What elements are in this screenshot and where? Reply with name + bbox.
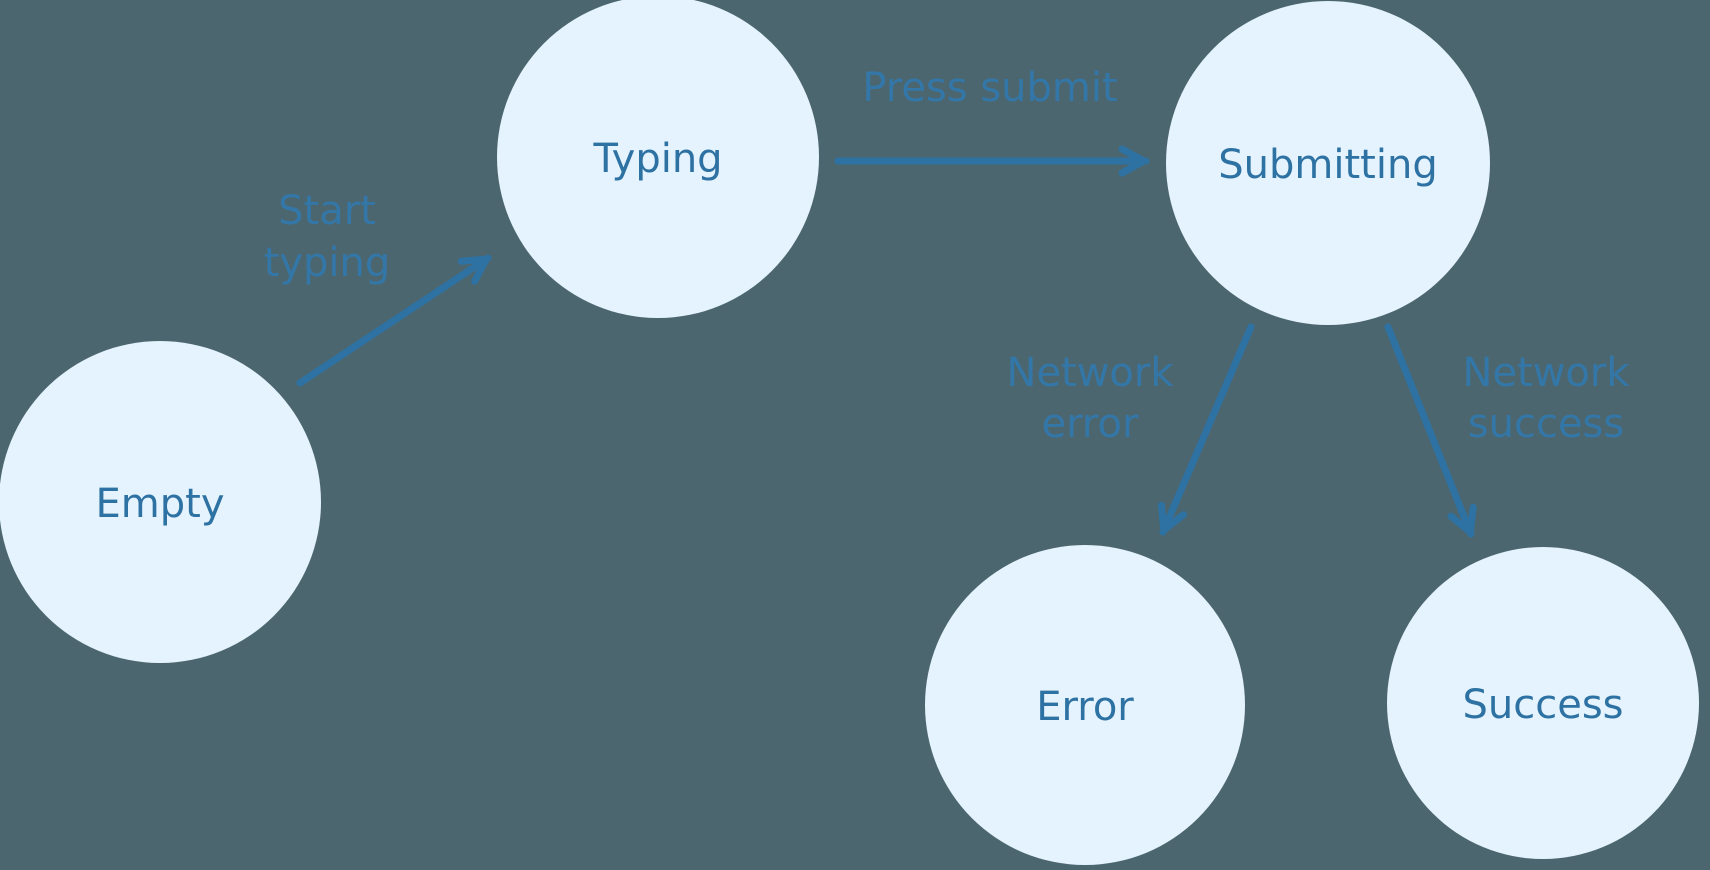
state-label-typing: Typing: [592, 136, 722, 182]
state-node-empty: Empty: [0, 341, 321, 663]
state-node-submitting: Submitting: [1166, 1, 1490, 325]
state-node-success: Success: [1387, 547, 1699, 859]
transition-network-success: Network success: [1384, 323, 1630, 538]
state-node-error: Error: [925, 545, 1245, 865]
state-node-typing: Typing: [497, 0, 819, 318]
state-circle-error: [925, 545, 1245, 865]
state-label-error: Error: [1036, 684, 1134, 730]
transition-label-start-typing: Start typing: [264, 188, 391, 286]
state-circle-success: [1387, 547, 1699, 859]
state-circle-typing: [497, 0, 819, 318]
transition-start-typing: Start typing: [264, 188, 492, 387]
transition-label-line: success: [1468, 401, 1624, 447]
state-circle-empty: [0, 341, 321, 663]
transition-arrow-network-error: [1157, 323, 1255, 536]
transition-label-line: typing: [264, 240, 391, 286]
transition-label-line: Start: [278, 188, 376, 234]
transition-label-network-success: Network success: [1462, 350, 1630, 447]
transition-network-error: Network error: [1006, 323, 1255, 536]
transition-press-submit: Press submit: [834, 65, 1150, 177]
state-label-success: Success: [1462, 682, 1623, 728]
state-label-empty: Empty: [96, 481, 225, 527]
transition-label-line: error: [1042, 401, 1139, 447]
transition-label-line: Network: [1006, 350, 1174, 396]
transition-arrow-start-typing: [296, 254, 492, 387]
transition-arrow-network-success: [1384, 323, 1477, 538]
transition-label-network-error: Network error: [1006, 350, 1174, 447]
state-label-submitting: Submitting: [1218, 142, 1437, 188]
transition-label-line: Network: [1462, 350, 1630, 396]
transition-label-press-submit: Press submit: [862, 65, 1117, 111]
transition-label-line: Press submit: [862, 65, 1117, 111]
state-circle-submitting: [1166, 1, 1490, 325]
